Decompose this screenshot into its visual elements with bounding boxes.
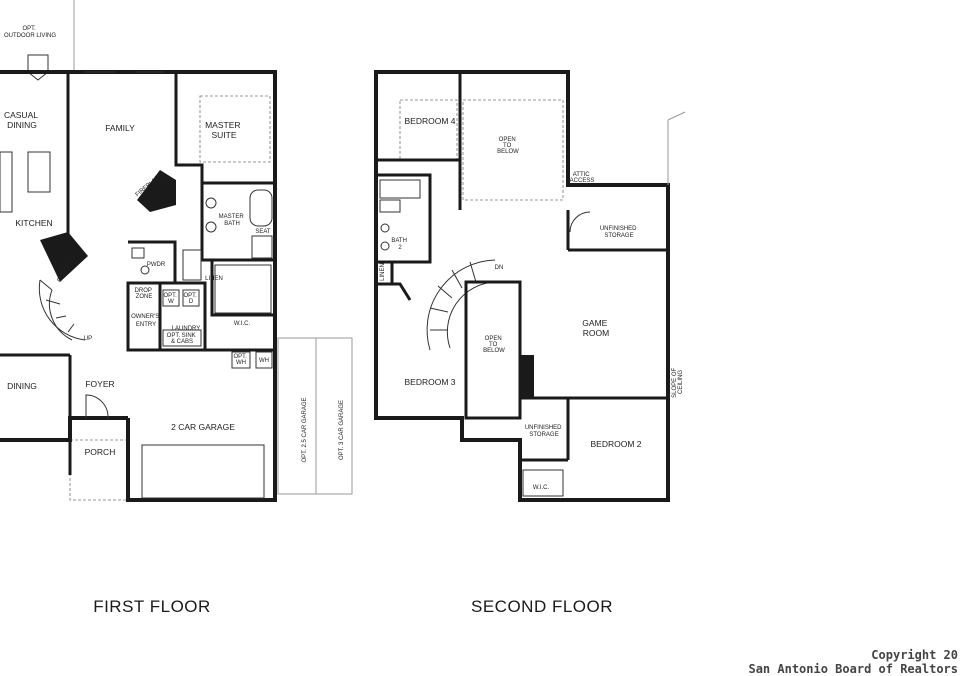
room-label-game-room: GAME ROOM <box>582 318 609 338</box>
label-seat: SEAT <box>255 229 271 235</box>
label-opt-wh: OPT. WH <box>233 354 248 366</box>
room-label-family: FAMILY <box>105 123 135 133</box>
copyright-line-2: San Antonio Board of Realtors <box>748 662 958 676</box>
room-label-dining: DINING <box>7 381 37 391</box>
label-linen-2: LINEN <box>380 263 386 281</box>
room-label-bath-2: BATH 2 <box>391 238 408 251</box>
room-label-casual-dining: CASUAL DINING <box>4 110 40 130</box>
room-label-foyer: FOYER <box>85 379 114 389</box>
first-floor-plan <box>0 0 353 502</box>
room-label-bedroom-3: BEDROOM 3 <box>404 377 455 387</box>
copyright-line-1: Copyright 20 <box>871 648 958 662</box>
second-floor-plan <box>374 70 686 502</box>
second-floor-labels: BEDROOM 4 OPEN TO BELOW ATTIC ACCESS UNF… <box>380 116 684 616</box>
label-wh: WH <box>259 358 269 364</box>
label-slope-of-ceiling: SLOPE OF CEILING <box>672 366 684 398</box>
second-floor-caption: SECOND FLOOR <box>471 597 613 616</box>
label-up: UP <box>84 336 92 342</box>
room-label-laundry: LAUNDRY <box>172 326 201 332</box>
room-label-master-bath: MASTER BATH <box>219 214 246 227</box>
room-label-two-car-garage: 2 CAR GARAGE <box>171 422 235 432</box>
label-opt-w: OPT. W <box>163 293 178 305</box>
room-label-opt-outdoor-living: OPT. OUTDOOR LIVING <box>4 26 56 39</box>
room-label-attic-access: ATTIC ACCESS <box>570 172 595 184</box>
room-label-porch: PORCH <box>85 447 116 457</box>
room-label-linen: LINEN <box>205 276 223 282</box>
room-label-kitchen: KITCHEN <box>15 218 52 228</box>
room-label-wic: W.I.C. <box>234 321 251 327</box>
label-opt-sink-cabs: OPT. SINK & CABS <box>167 333 198 345</box>
first-floor-caption: FIRST FLOOR <box>93 597 211 616</box>
label-opt-3-car-garage: OPT. 3 CAR GARAGE <box>339 400 345 460</box>
room-label-master-suite: MASTER SUITE <box>205 120 243 140</box>
room-label-open-to-below-2: OPEN TO BELOW <box>483 336 505 354</box>
label-opt-25-car-garage: OPT. 2.5 CAR GARAGE <box>302 397 308 462</box>
room-label-open-to-below-1: OPEN TO BELOW <box>497 137 519 155</box>
room-label-owners-entry: OWNER'S ENTRY <box>131 314 161 328</box>
label-opt-d: OPT. D <box>183 293 198 305</box>
room-label-wic-2: W.I.C. <box>533 485 550 491</box>
first-floor-labels: OPT. OUTDOOR LIVING CASUAL DINING FAMILY… <box>4 26 345 616</box>
label-drop-zone: DROP ZONE <box>135 288 154 300</box>
room-label-unfinished-storage-1: UNFINISHED STORAGE <box>600 226 638 239</box>
label-dn: DN <box>495 265 504 271</box>
room-label-pwdr: PWDR <box>147 262 166 268</box>
room-label-bedroom-2: BEDROOM 2 <box>590 439 641 449</box>
room-label-bedroom-4: BEDROOM 4 <box>404 116 455 126</box>
room-label-unfinished-storage-2: UNFINISHED STORAGE <box>525 425 563 438</box>
